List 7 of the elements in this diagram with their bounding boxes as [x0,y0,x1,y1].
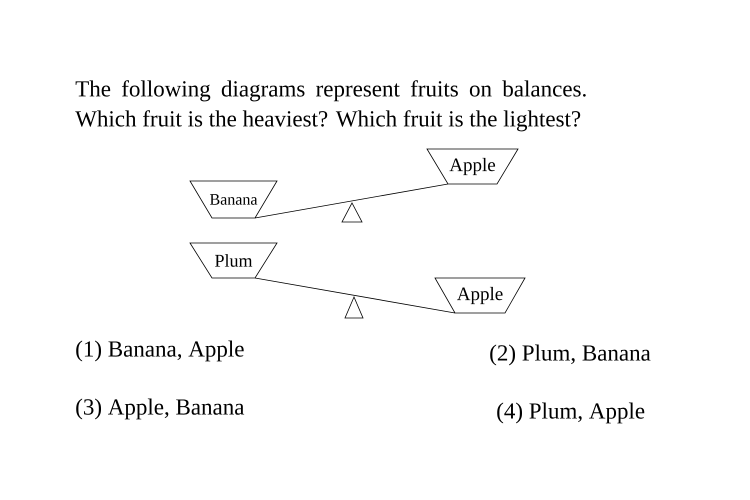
balance-beam [254,184,448,218]
answer-option: (1) Banana, Apple [76,340,244,362]
question-text: The following diagrams represent fruits on balances. Which fruit is the heaviest? Which fruit is the lightest? [75,80,586,132]
answer-option: (2) Plum, Banana [490,344,650,366]
answer-option: (4) Plum, Apple [497,402,644,424]
answer-option: (3) Apple, Banana [76,398,244,420]
balance-beam [254,278,456,314]
